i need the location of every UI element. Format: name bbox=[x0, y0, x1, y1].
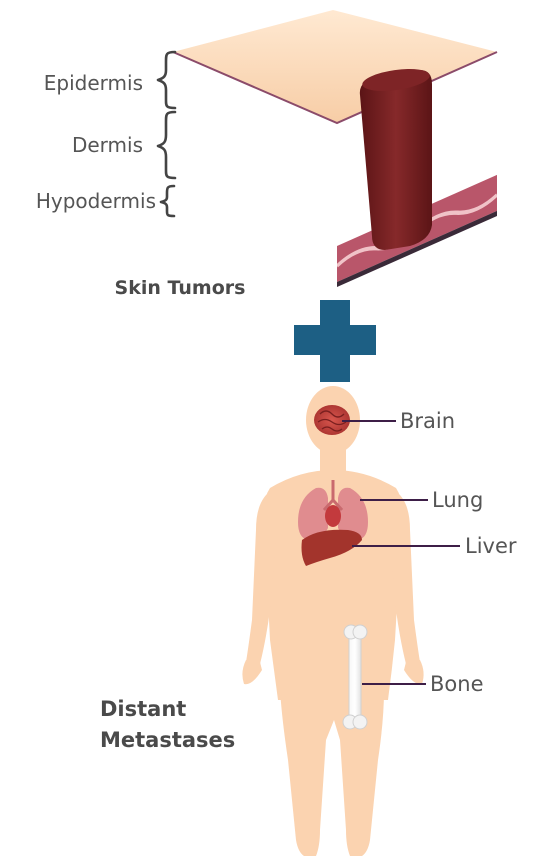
distant-caption: Distant bbox=[100, 697, 186, 721]
dermis-label: Dermis bbox=[72, 133, 143, 157]
tumor bbox=[360, 65, 432, 250]
hypodermis-bracket bbox=[161, 186, 174, 216]
dermis-bracket bbox=[158, 112, 175, 178]
hypodermis-label: Hypodermis bbox=[36, 189, 156, 213]
metastases-caption: Metastases bbox=[100, 728, 235, 752]
plus-icon bbox=[294, 300, 376, 382]
lung-label: Lung bbox=[432, 488, 483, 512]
epidermis-label: Epidermis bbox=[44, 71, 143, 95]
bone-label: Bone bbox=[430, 672, 483, 696]
liver-label: Liver bbox=[465, 534, 517, 558]
epidermis-bracket bbox=[158, 52, 175, 108]
skin-tumors-caption: Skin Tumors bbox=[115, 277, 246, 299]
skin-top-face bbox=[173, 10, 497, 123]
human-body bbox=[242, 386, 423, 856]
brain-label: Brain bbox=[400, 409, 455, 433]
